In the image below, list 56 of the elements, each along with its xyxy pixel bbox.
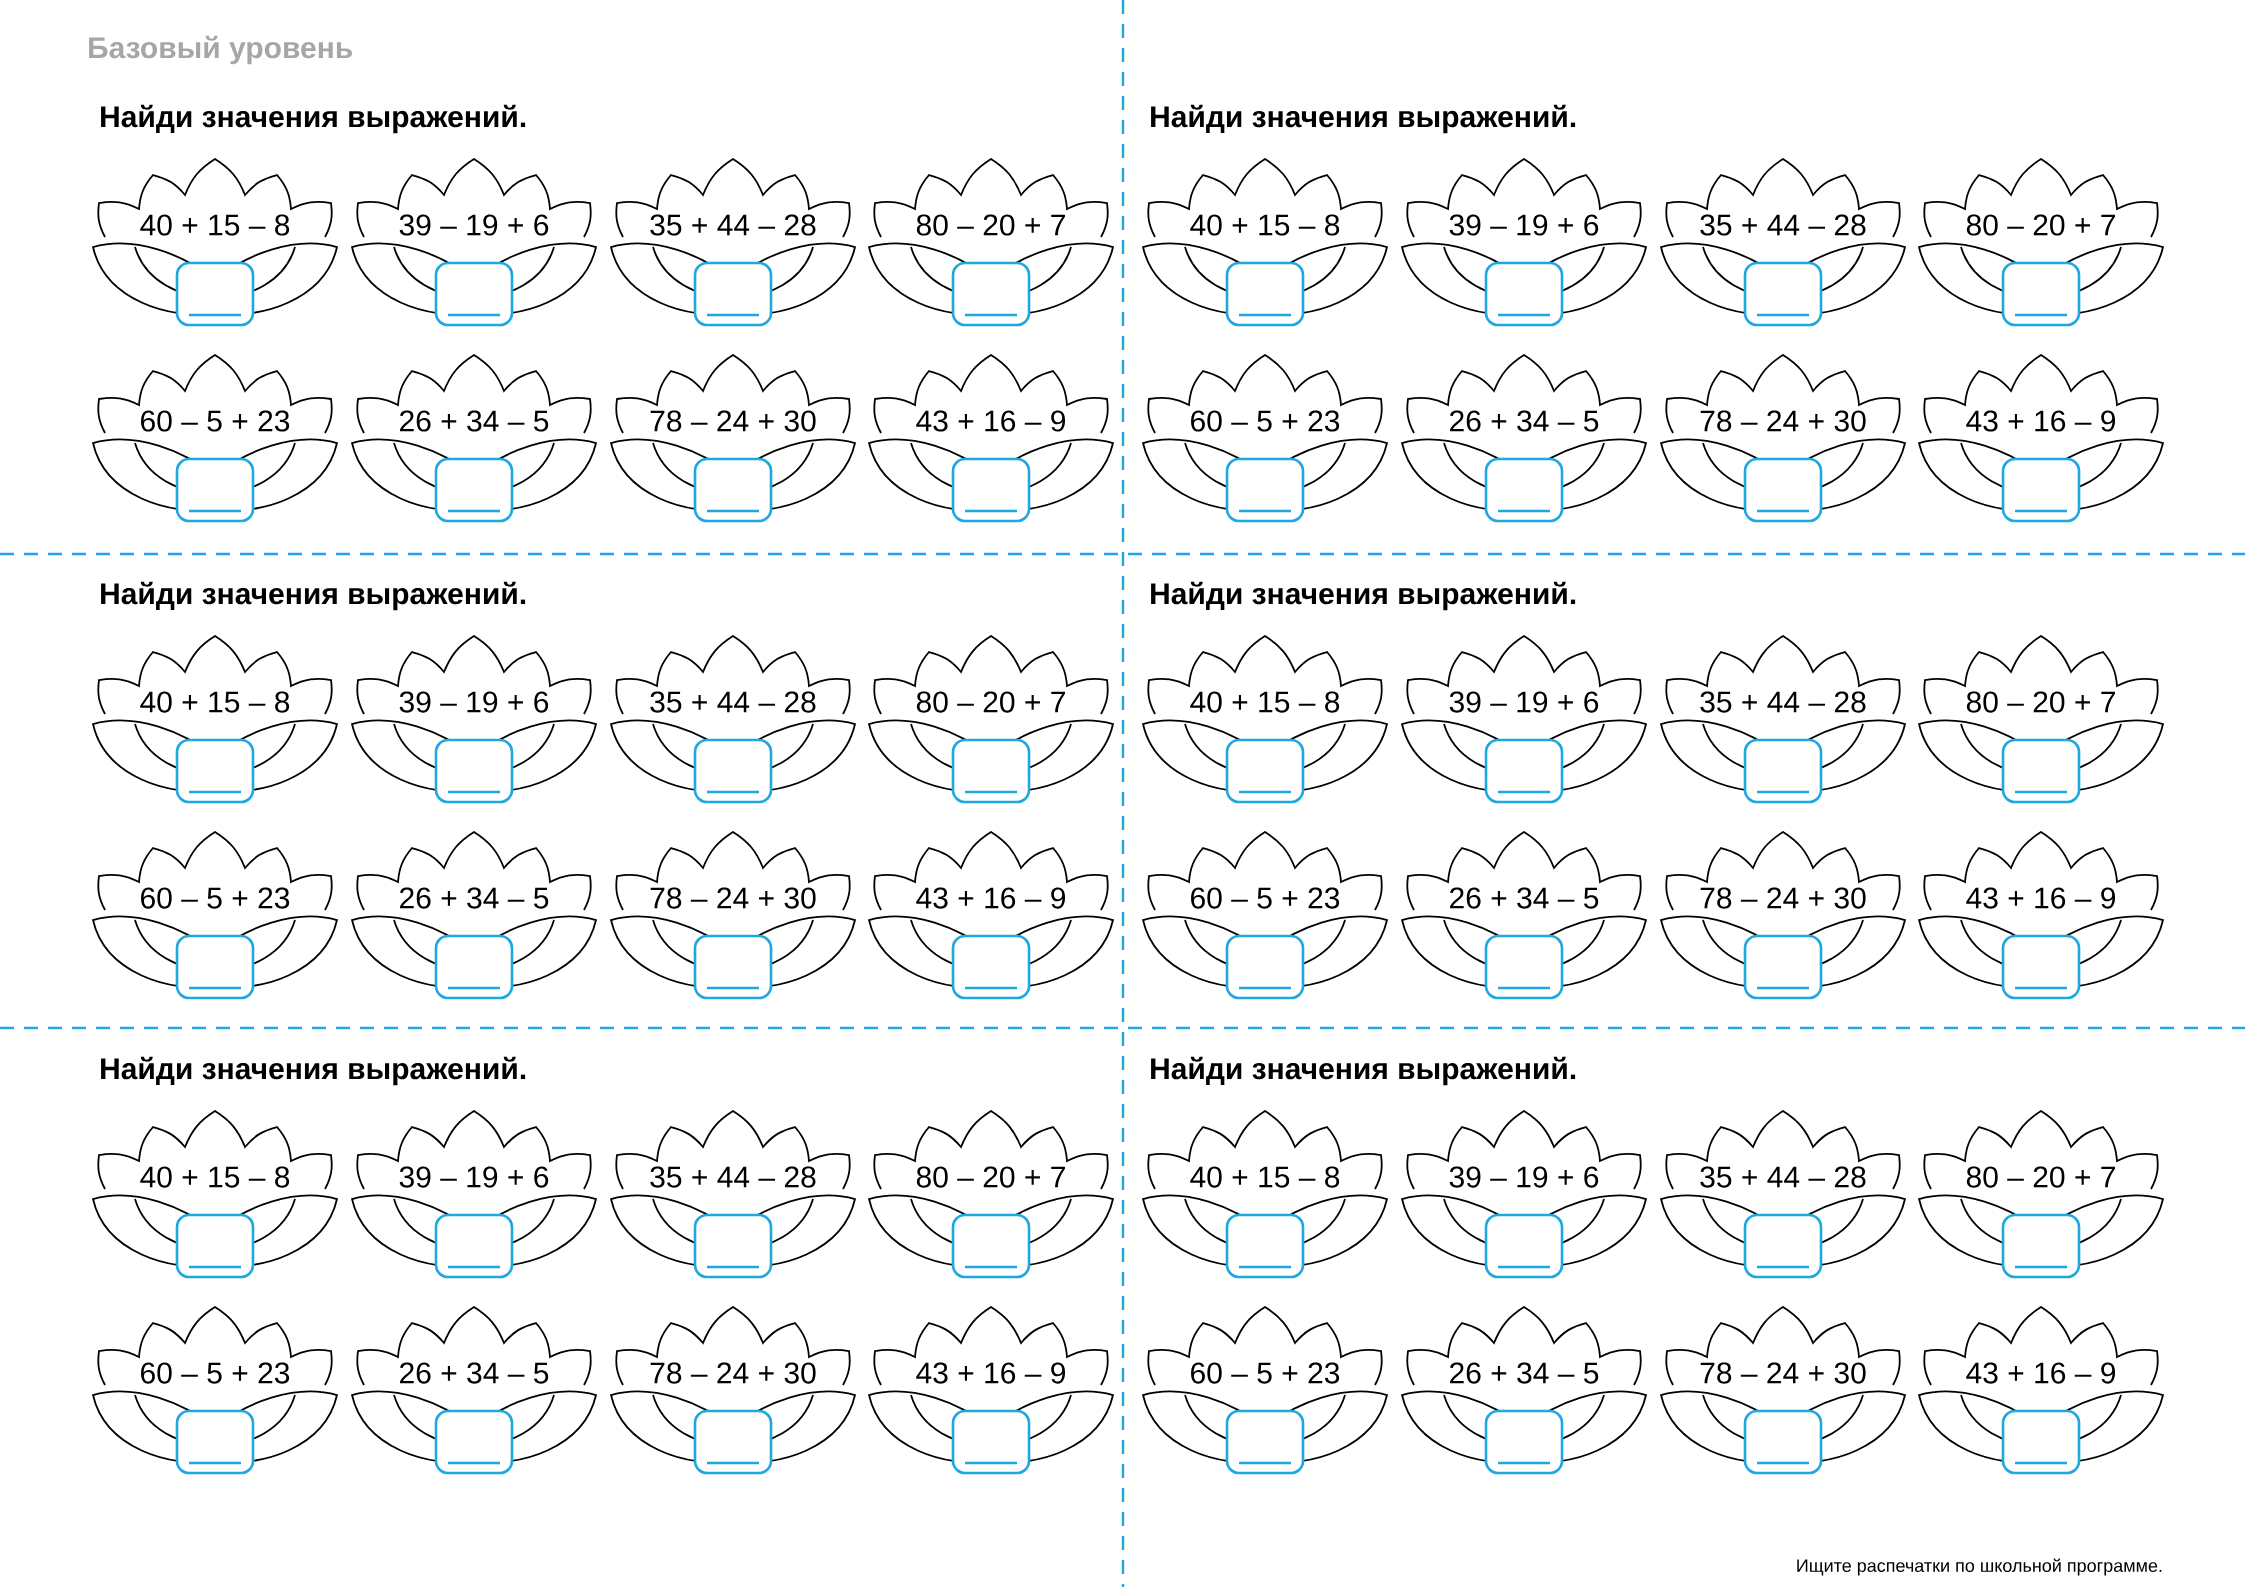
node-label: 43 + 16 – 9 (1966, 887, 2116, 909)
node-label: 35 + 44 – 28 (1700, 214, 1866, 236)
node-label: 26 + 34 – 5 (1450, 887, 1599, 909)
node-label: 43 + 16 – 9 (1966, 1362, 2116, 1384)
node-label: 35 + 44 – 28 (650, 214, 816, 236)
node-label: 26 + 34 – 5 (400, 887, 549, 909)
node-label: 78 – 24 + 30 (1700, 887, 1866, 909)
node-label: 40 + 15 – 8 (140, 691, 290, 713)
node-label: 39 – 19 + 6 (1449, 214, 1599, 236)
node-label: 78 – 24 + 30 (650, 1362, 816, 1384)
node-label: 26 + 34 – 5 (400, 410, 549, 432)
node-label: 80 – 20 + 7 (1966, 691, 2115, 713)
node-label: 80 – 20 + 7 (916, 691, 1065, 713)
node-label: 60 – 5 + 23 (141, 887, 290, 909)
node-label: 40 + 15 – 8 (140, 1166, 290, 1188)
node-label: 43 + 16 – 9 (916, 1362, 1066, 1384)
node-label: 40 + 15 – 8 (140, 214, 290, 236)
node-label: 39 – 19 + 6 (399, 1166, 549, 1188)
node-label: 35 + 44 – 28 (650, 1166, 816, 1188)
node-label: 78 – 24 + 30 (650, 410, 816, 432)
node-label: 39 – 19 + 6 (1449, 1166, 1599, 1188)
node-label: 39 – 19 + 6 (1449, 691, 1599, 713)
node-label: 26 + 34 – 5 (1450, 410, 1599, 432)
node-label: 40 + 15 – 8 (1190, 691, 1340, 713)
task-heading: Найди значения выражений. (101, 104, 526, 134)
node-label: 60 – 5 + 23 (1191, 887, 1340, 909)
node-label: 60 – 5 + 23 (1191, 1362, 1340, 1384)
node-label: 40 + 15 – 8 (1190, 214, 1340, 236)
node-label: 80 – 20 + 7 (1966, 1166, 2115, 1188)
node-label: 40 + 15 – 8 (1190, 1166, 1340, 1188)
node-label: 26 + 34 – 5 (1450, 1362, 1599, 1384)
page-title: Базовый уровень (89, 35, 353, 65)
task-heading: Найди значения выражений. (101, 581, 526, 611)
node-label: 80 – 20 + 7 (1966, 214, 2115, 236)
node-label: 78 – 24 + 30 (1700, 1362, 1866, 1384)
node-label: 78 – 24 + 30 (1700, 410, 1866, 432)
node-label: 60 – 5 + 23 (1191, 410, 1340, 432)
node-label: 43 + 16 – 9 (916, 410, 1066, 432)
node-label: 35 + 44 – 28 (1700, 1166, 1866, 1188)
node-label: 39 – 19 + 6 (399, 214, 549, 236)
task-heading: Найди значения выражений. (1151, 581, 1576, 611)
task-heading: Найди значения выражений. (1151, 1056, 1576, 1086)
node-label: 43 + 16 – 9 (1966, 410, 2116, 432)
node-label: 35 + 44 – 28 (1700, 691, 1866, 713)
node-label: 39 – 19 + 6 (399, 691, 549, 713)
node-label: 60 – 5 + 23 (141, 1362, 290, 1384)
task-heading: Найди значения выражений. (1151, 104, 1576, 134)
footer-note: Ищите распечатки по школьной программе. (1797, 1558, 2162, 1576)
node-label: 80 – 20 + 7 (916, 214, 1065, 236)
node-label: 80 – 20 + 7 (916, 1166, 1065, 1188)
node-label: 43 + 16 – 9 (916, 887, 1066, 909)
node-label: 35 + 44 – 28 (650, 691, 816, 713)
node-label: 78 – 24 + 30 (650, 887, 816, 909)
node-label: 60 – 5 + 23 (141, 410, 290, 432)
task-heading: Найди значения выражений. (101, 1056, 526, 1086)
node-label: 26 + 34 – 5 (400, 1362, 549, 1384)
